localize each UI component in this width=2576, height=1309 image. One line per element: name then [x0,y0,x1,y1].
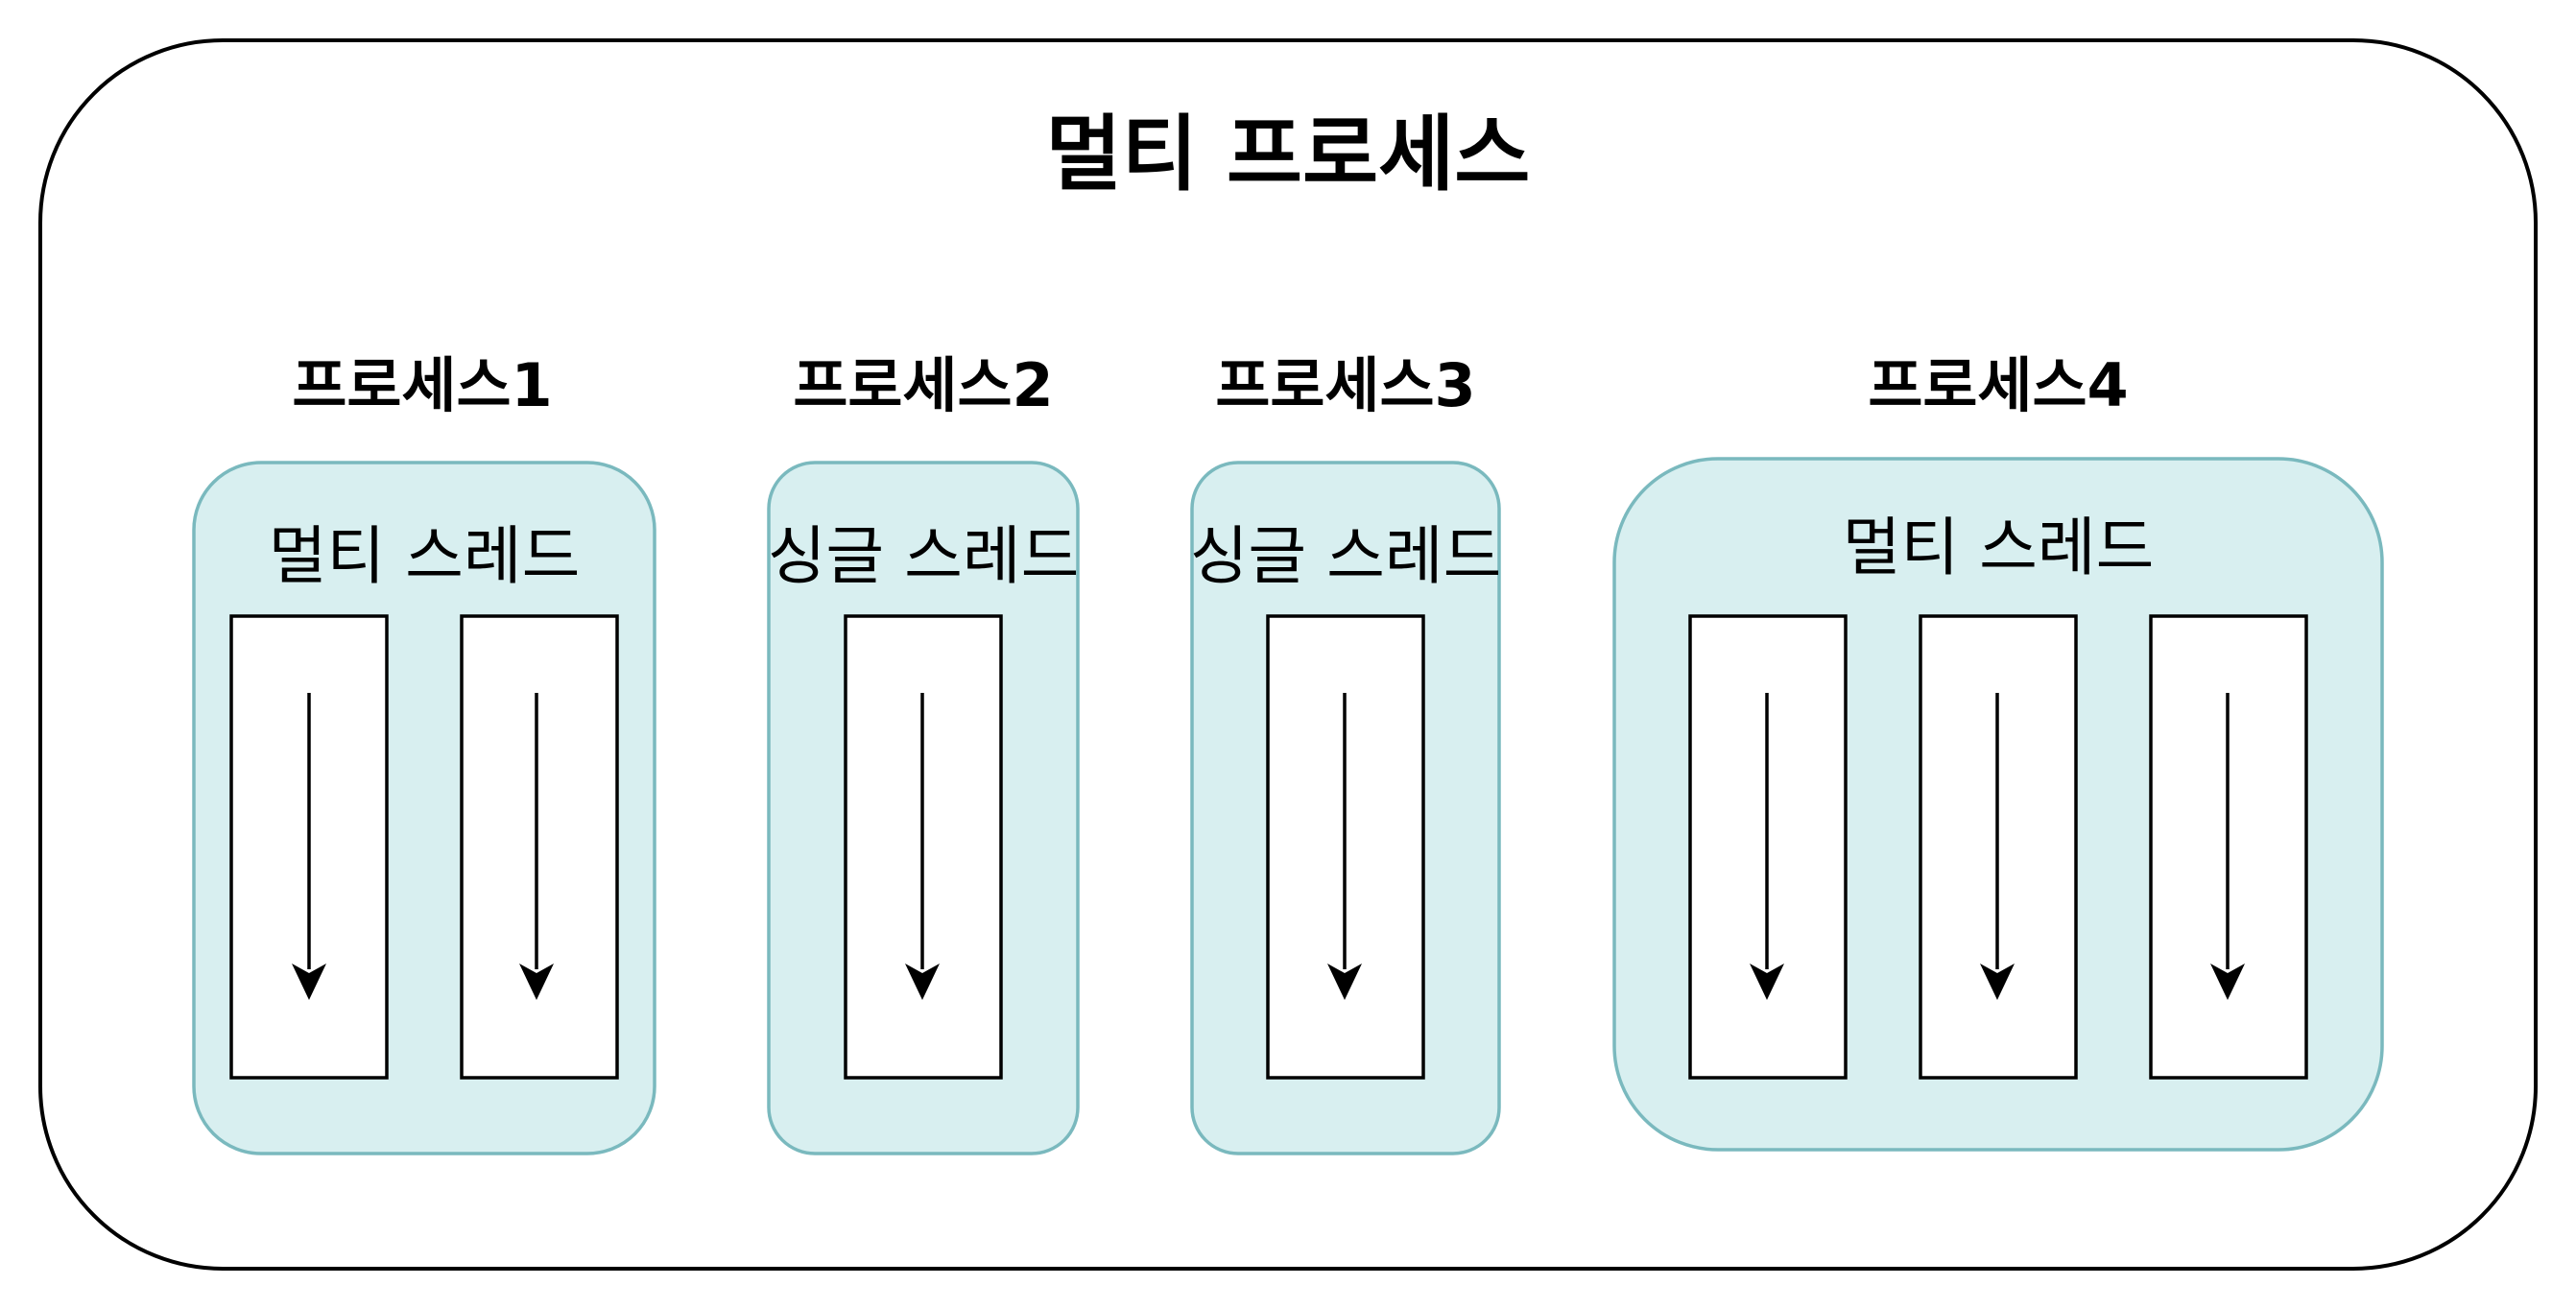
process-label: 프로세스4 [1868,350,2128,420]
thread [1919,614,2078,1080]
process-label: 프로세스1 [292,350,552,420]
process-group-4: 프로세스4 멀티 스레드 [1612,350,2384,1152]
process-group-3: 프로세스3 싱글 스레드 [1190,350,1502,1155]
thread [460,614,619,1080]
thread [844,614,1003,1080]
diagram-title: 멀티 프로세스 [1046,107,1531,202]
arrow-down-icon [519,964,554,1000]
thread-type-label: 멀티 스레드 [1843,511,2155,584]
thread-type-label: 싱글 스레드 [768,519,1080,593]
thread [1688,614,1848,1080]
process-group-2: 프로세스2 싱글 스레드 [767,350,1080,1155]
process-group-1: 프로세스1 멀티 스레드 [192,350,656,1155]
arrow-down-icon [2210,964,2245,1000]
process-label: 프로세스3 [1215,350,1475,420]
arrow-down-icon [292,964,326,1000]
thread [1266,614,1425,1080]
arrow-down-icon [1327,964,1362,1000]
thread [229,614,389,1080]
arrow-down-icon [1980,964,2015,1000]
thread [2149,614,2308,1080]
thread-type-label: 멀티 스레드 [269,519,581,593]
process-label: 프로세스2 [793,350,1053,420]
thread-box [460,614,619,1080]
arrow-down-icon [1750,964,1784,1000]
arrow-down-icon [905,964,940,1000]
thread-type-label: 싱글 스레드 [1190,519,1502,593]
